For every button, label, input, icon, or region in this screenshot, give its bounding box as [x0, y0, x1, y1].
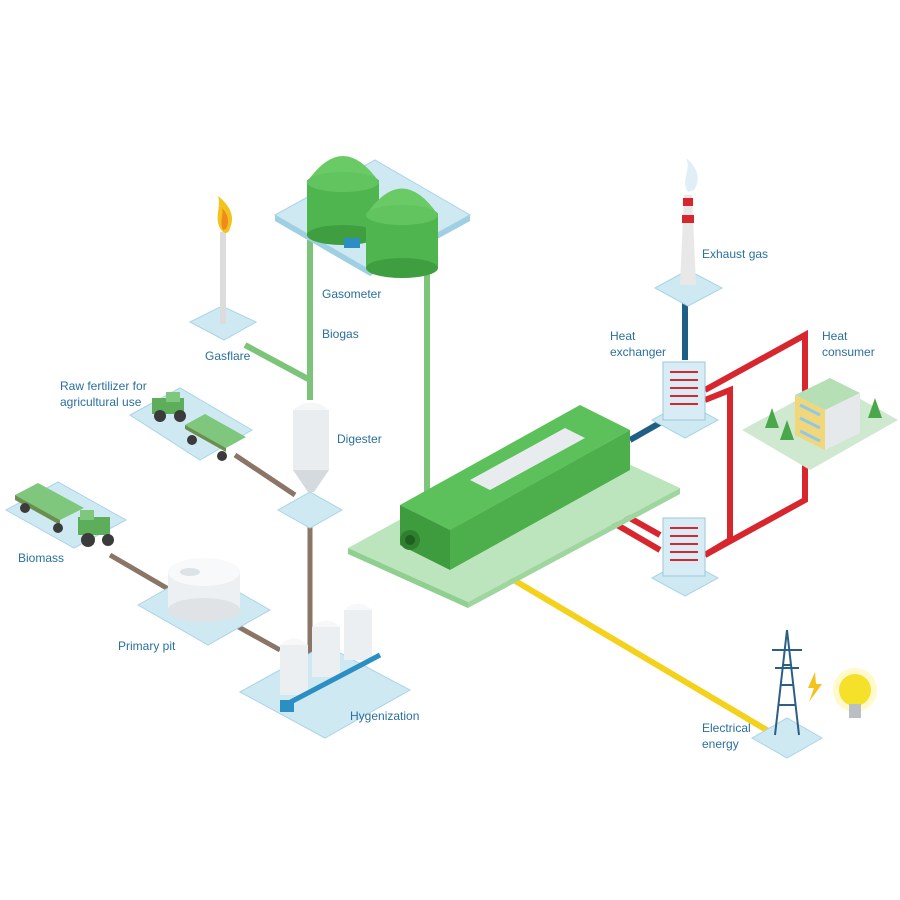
biogas-pipe-to-flare: [243, 342, 312, 383]
pit-tank-base: [168, 598, 240, 622]
heating-coil-icon: [670, 527, 698, 561]
tree-icon: [765, 398, 882, 440]
exhaust-unit: Exhaust gas: [653, 158, 768, 307]
trailer-icon: [185, 414, 246, 461]
heat-exchanger-label-line1: Heat: [610, 329, 636, 343]
exhaust-pad: [653, 269, 724, 307]
primary-pit-unit: Primary pit: [118, 558, 272, 653]
digester-pad: [276, 491, 344, 529]
gasflare-unit: Gasflare: [188, 196, 258, 363]
pump-icon: [280, 700, 294, 712]
electrical-unit: Electrical energy: [702, 629, 877, 759]
engine-unit: [348, 405, 680, 608]
heat-exchanger-icon: [662, 517, 706, 577]
electrical-pad: [750, 717, 824, 759]
engine-pad-side-right: [468, 488, 680, 608]
digester-silo: [293, 410, 329, 470]
gas-tank-icon: [307, 156, 379, 245]
digester-top: [293, 402, 329, 410]
gasometer-label: Gasometer: [322, 287, 381, 301]
gasometer-unit: Gasometer: [273, 156, 472, 301]
gas-engine-icon: [400, 405, 630, 570]
hygenization-tank-icon: [312, 620, 340, 677]
fertilizer-pipe: [233, 452, 297, 498]
biomass-pipe: [108, 552, 172, 593]
biomass-label: Biomass: [18, 551, 64, 565]
compressor-icon: [344, 238, 360, 248]
hot-water-pipe-mid: [703, 385, 733, 558]
light-bulb-icon: [833, 668, 877, 718]
biomass-unit: Biomass: [4, 481, 128, 565]
smoke-icon: [685, 158, 698, 192]
electrical-label-line1: Electrical: [702, 721, 751, 735]
pit-hatch: [180, 568, 200, 576]
hygenization-unit: Hygenization: [238, 603, 419, 739]
power-pylon-icon: [772, 629, 802, 736]
digester-label: Digester: [337, 432, 382, 446]
flare-stack: [220, 232, 226, 324]
raw-fertilizer-unit: Raw fertilizer for agricultural use: [60, 379, 253, 461]
primary-pit-label: Primary pit: [118, 639, 176, 653]
gasometer-pad-side: [275, 215, 370, 276]
heat-exchanger-lower-unit: [650, 517, 720, 597]
raw-fertilizer-label-line2: agricultural use: [60, 395, 142, 409]
heat-exchanger-icon: [662, 361, 706, 421]
heat-exchanger-label-line2: exchanger: [610, 345, 666, 359]
engine-pad-side: [348, 548, 468, 608]
trailer-icon: [15, 483, 84, 533]
heat-consumer-label-line1: Heat: [822, 329, 848, 343]
hygenization-tank-icon: [280, 638, 308, 695]
heating-coil-icon: [670, 371, 698, 405]
tractor-icon: [78, 510, 114, 547]
lightning-icon: [808, 672, 822, 702]
flame-inner: [221, 208, 229, 230]
gasflare-label: Gasflare: [205, 349, 251, 363]
pit-to-hygenization-pipe: [233, 622, 282, 653]
exhaust-gas-label: Exhaust gas: [702, 247, 768, 261]
hygenization-pipework: [283, 652, 382, 708]
gas-tank-icon: [366, 188, 438, 278]
pit-tank-top: [168, 558, 240, 586]
building-icon: [795, 378, 860, 450]
heat-exchanger-upper-unit: Heat exchanger: [610, 329, 720, 439]
heat-consumer-unit: Heat consumer: [742, 329, 898, 470]
electrical-label-line2: energy: [702, 737, 739, 751]
hygenization-tank-icon: [344, 603, 372, 660]
chimney-icon: [680, 195, 696, 285]
tractor-icon: [152, 392, 186, 422]
electric-line: [478, 557, 777, 738]
biogas-label: Biogas: [322, 327, 359, 341]
hygenization-label: Hygenization: [350, 709, 419, 723]
heat-consumer-label-line2: consumer: [822, 345, 875, 359]
digester-unit: Digester: [276, 402, 382, 529]
raw-fertilizer-label-line1: Raw fertilizer for: [60, 379, 147, 393]
digester-cone: [293, 470, 329, 492]
